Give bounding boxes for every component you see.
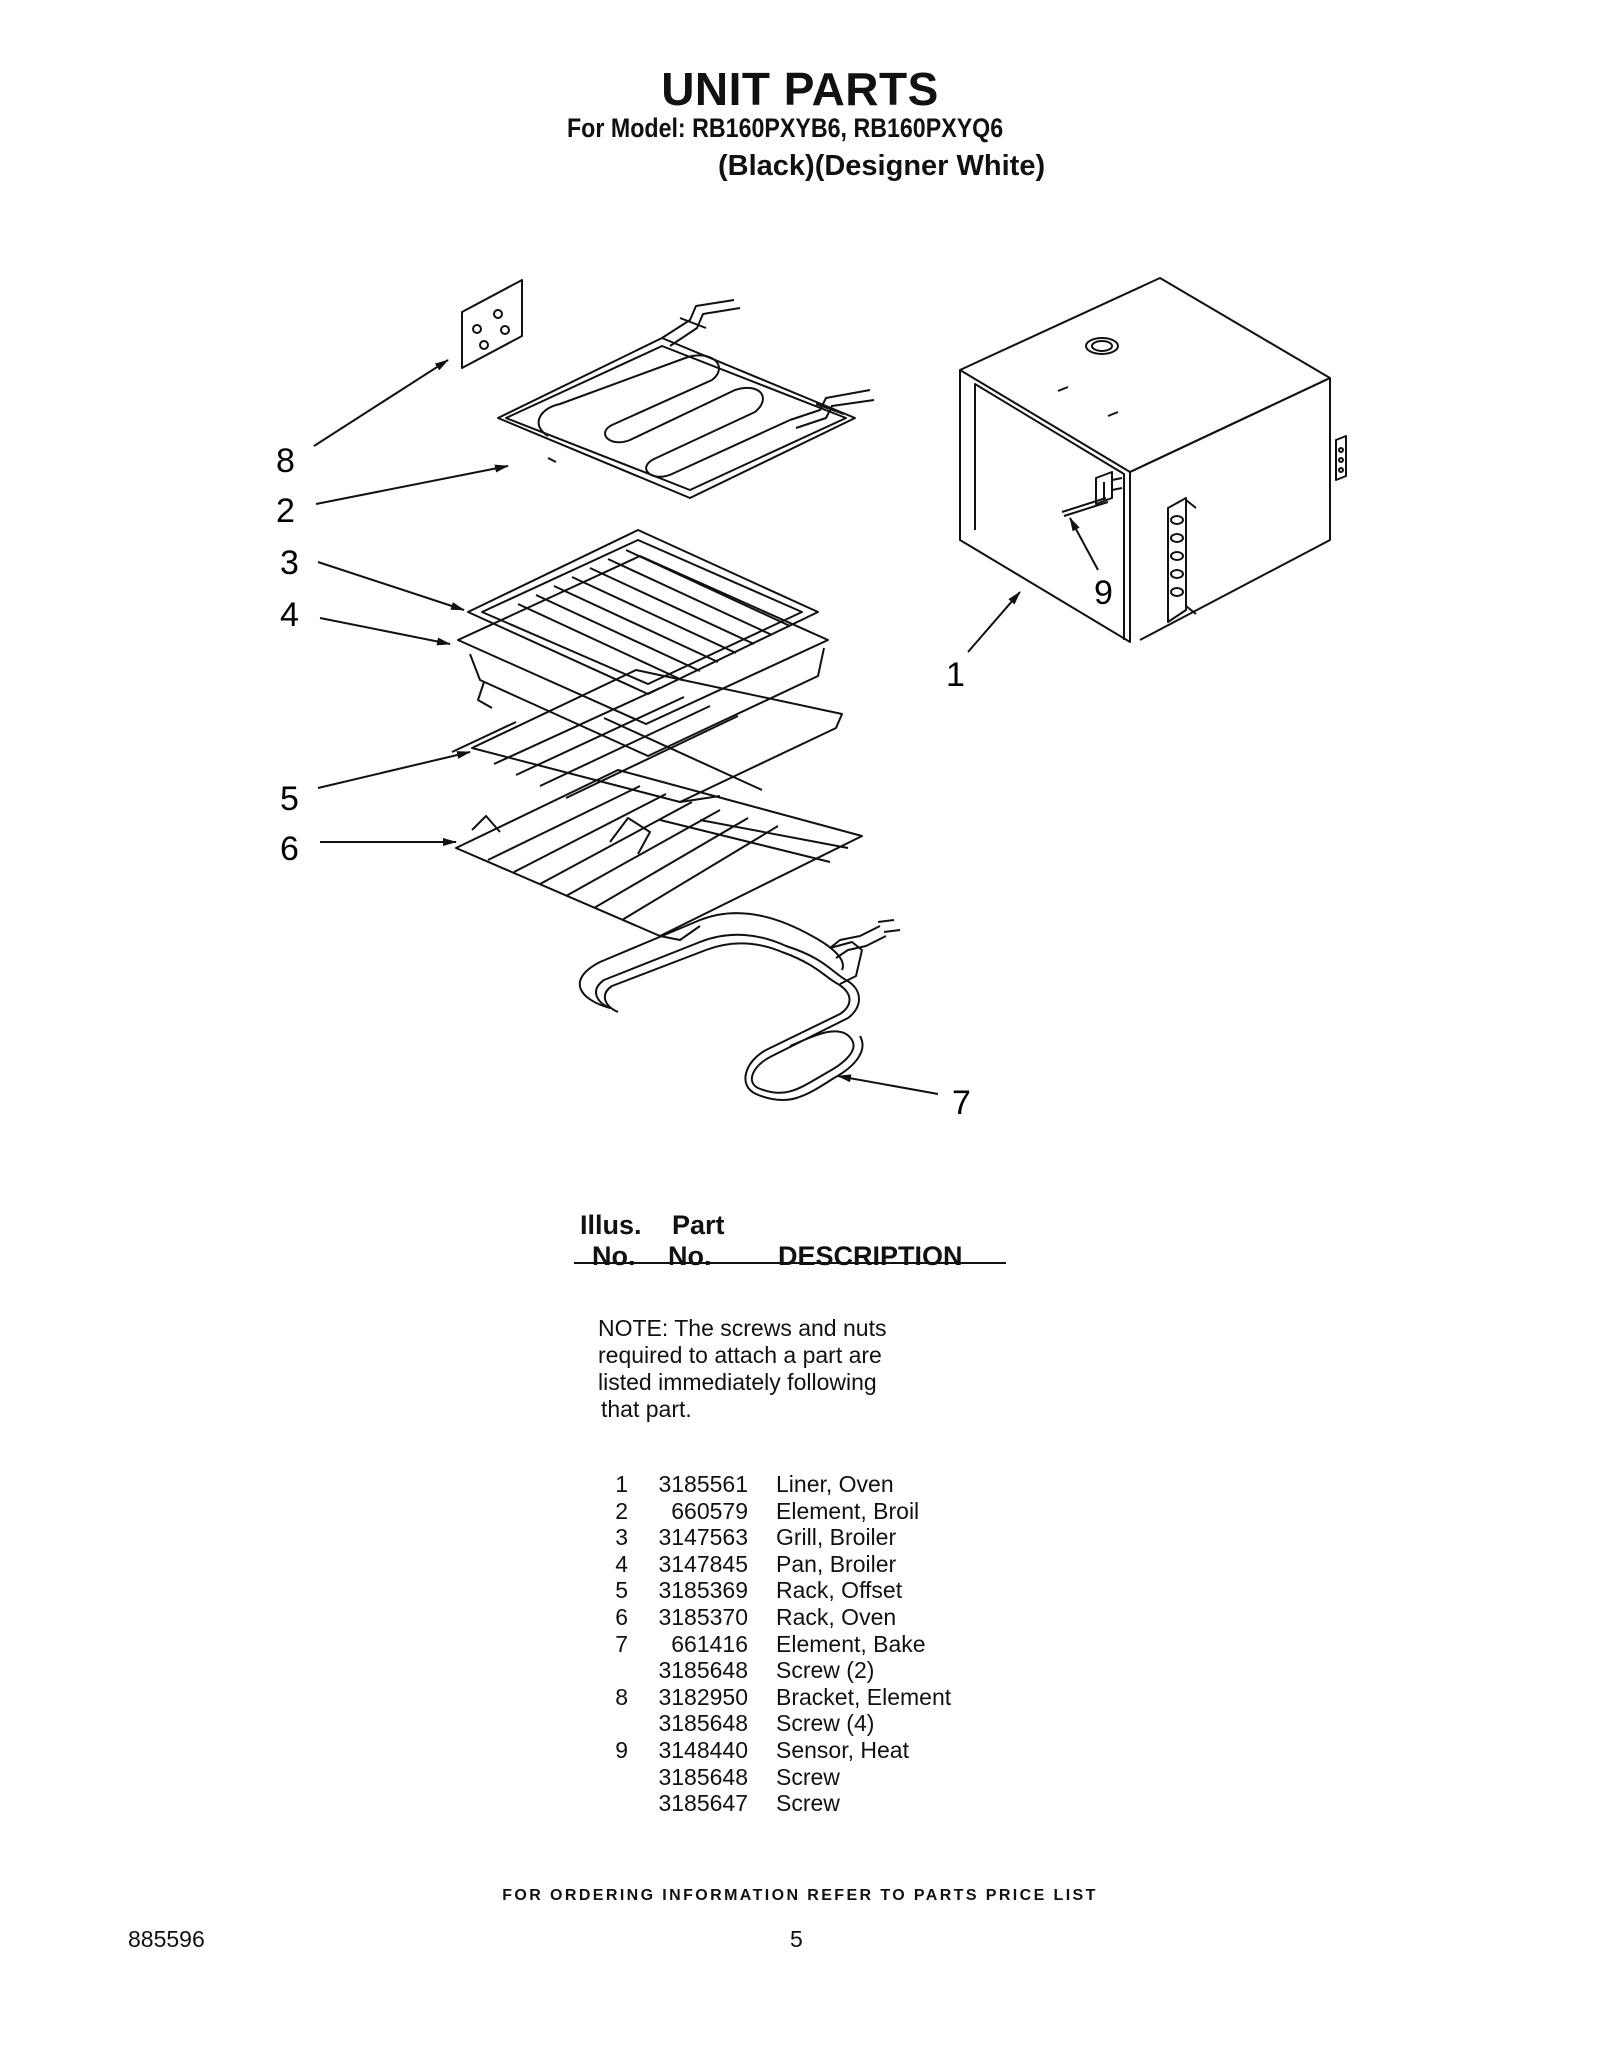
part-description: Screw — [776, 1763, 840, 1790]
part-no: 3147845 — [658, 1550, 748, 1577]
illus-header-line2: No. — [592, 1241, 636, 1271]
element-bracket-part — [461, 279, 523, 369]
parts-row: 4 3147845 Pan, Broiler — [580, 1551, 951, 1578]
part-no: 3185370 — [658, 1603, 748, 1630]
exploded-parts-diagram: 8 2 3 4 5 6 7 1 9 — [276, 277, 1347, 1122]
part-no: 3185369 — [658, 1577, 748, 1604]
illus-header-line1: Illus. — [580, 1210, 642, 1240]
part-description: Bracket, Element — [776, 1683, 952, 1710]
parts-row: 3185648 Screw (2) — [580, 1657, 951, 1684]
part-description: Liner, Oven — [776, 1471, 894, 1497]
note: NOTE: The screws and nuts required to at… — [598, 1315, 886, 1423]
leader-line-9 — [1069, 517, 1099, 571]
callout-4: 4 — [280, 596, 299, 634]
part-description: Screw (4) — [776, 1710, 875, 1737]
broil-element-part — [497, 299, 875, 499]
illus-no — [580, 1657, 628, 1684]
leader-line-7 — [837, 1074, 939, 1095]
illus-no: 1 — [615, 1471, 628, 1497]
illus-no: 7 — [615, 1630, 628, 1657]
part-no: 3148440 — [658, 1736, 748, 1763]
parts-row: 3185648 Screw (4) — [580, 1710, 951, 1737]
model-line: For Model: RB160PXYB6, RB160PXYQ6 — [567, 113, 1004, 143]
parts-row: 3 3147563 Grill, Broiler — [580, 1524, 951, 1551]
broiler-pan-part — [457, 555, 829, 757]
illus-no: 6 — [615, 1603, 628, 1630]
part-description: Rack, Oven — [776, 1603, 897, 1630]
oven-rack-part — [455, 769, 863, 941]
callout-8: 8 — [276, 442, 295, 480]
part-no: 661416 — [671, 1630, 748, 1657]
part-description: Element, Broil — [776, 1497, 920, 1524]
parts-row: 3185647 Screw — [580, 1790, 951, 1817]
part-header-line1: Part — [672, 1210, 725, 1240]
part-description: Screw — [776, 1790, 840, 1817]
part-description: Pan, Broiler — [776, 1550, 897, 1577]
color-line: (Black)(Designer White) — [718, 150, 1046, 182]
parts-row: 2 660579 Element, Broil — [580, 1498, 951, 1525]
leader-line-3 — [317, 561, 465, 611]
heat-sensor-part — [1061, 471, 1123, 517]
parts-row: 7 661416 Element, Bake — [580, 1631, 951, 1658]
illus-no: 8 — [615, 1683, 628, 1710]
bake-element-part — [578, 912, 901, 1102]
parts-row: 5 3185369 Rack, Offset — [580, 1577, 951, 1604]
page-title: UNIT PARTS — [661, 63, 939, 115]
part-description: Grill, Broiler — [776, 1524, 897, 1551]
leader-line-8 — [313, 359, 449, 447]
part-no: 3185647 — [658, 1790, 748, 1817]
callout-3: 3 — [280, 544, 299, 582]
broiler-grill-part — [467, 529, 819, 695]
callout-6: 6 — [280, 830, 299, 868]
oven-liner-part — [959, 277, 1347, 643]
note-line: that part. — [601, 1396, 692, 1422]
leader-line-2 — [315, 464, 509, 505]
callout-9: 9 — [1094, 574, 1113, 612]
note-line: required to attach a part are — [598, 1342, 882, 1368]
page-number: 5 — [790, 1926, 803, 1952]
part-no: 3185648 — [658, 1657, 748, 1684]
parts-row: 9 3148440 Sensor, Heat — [580, 1737, 951, 1764]
header-rule — [574, 1262, 1006, 1264]
part-header-line2: No. — [668, 1241, 712, 1271]
illus-no — [580, 1764, 628, 1791]
part-no: 3147563 — [658, 1524, 748, 1551]
illus-no: 9 — [615, 1736, 628, 1763]
note-line: NOTE: The screws and nuts — [598, 1315, 887, 1341]
callout-5: 5 — [280, 780, 299, 818]
part-no: 3182950 — [658, 1683, 748, 1710]
offset-rack-part — [451, 669, 843, 803]
part-description: Screw (2) — [776, 1657, 875, 1684]
part-no: 3185648 — [658, 1710, 748, 1737]
description-header: DESCRIPTION — [778, 1241, 963, 1271]
illus-no: 2 — [615, 1497, 628, 1524]
illus-no: 4 — [615, 1550, 628, 1577]
parts-list: 1 3185561 Liner, Oven 2 660579 Element, Broi… — [580, 1471, 951, 1817]
part-no: 3185561 — [658, 1471, 748, 1497]
parts-row: 1 3185561 Liner, Oven — [580, 1471, 951, 1498]
note-line: listed immediately following — [598, 1369, 877, 1395]
callout-7: 7 — [952, 1084, 971, 1122]
leader-line-1 — [967, 591, 1021, 653]
part-description: Sensor, Heat — [776, 1736, 909, 1763]
ordering-note: FOR ORDERING INFORMATION REFER TO PARTS … — [502, 1887, 1098, 1904]
part-no: 3185648 — [658, 1763, 748, 1790]
callout-2: 2 — [276, 492, 295, 530]
part-no: 660579 — [671, 1497, 748, 1524]
illus-no — [580, 1790, 628, 1817]
callout-1: 1 — [946, 656, 965, 694]
leader-line-5 — [317, 751, 471, 789]
parts-row: 6 3185370 Rack, Oven — [580, 1604, 951, 1631]
leader-line-4 — [319, 617, 451, 646]
illus-no: 3 — [615, 1524, 628, 1551]
document-number: 885596 — [128, 1926, 205, 1952]
illus-no: 5 — [615, 1577, 628, 1604]
part-description: Rack, Offset — [776, 1577, 903, 1604]
parts-row: 3185648 Screw — [580, 1764, 951, 1791]
part-description: Element, Bake — [776, 1630, 926, 1657]
illus-no — [580, 1710, 628, 1737]
parts-row: 8 3182950 Bracket, Element — [580, 1684, 951, 1711]
